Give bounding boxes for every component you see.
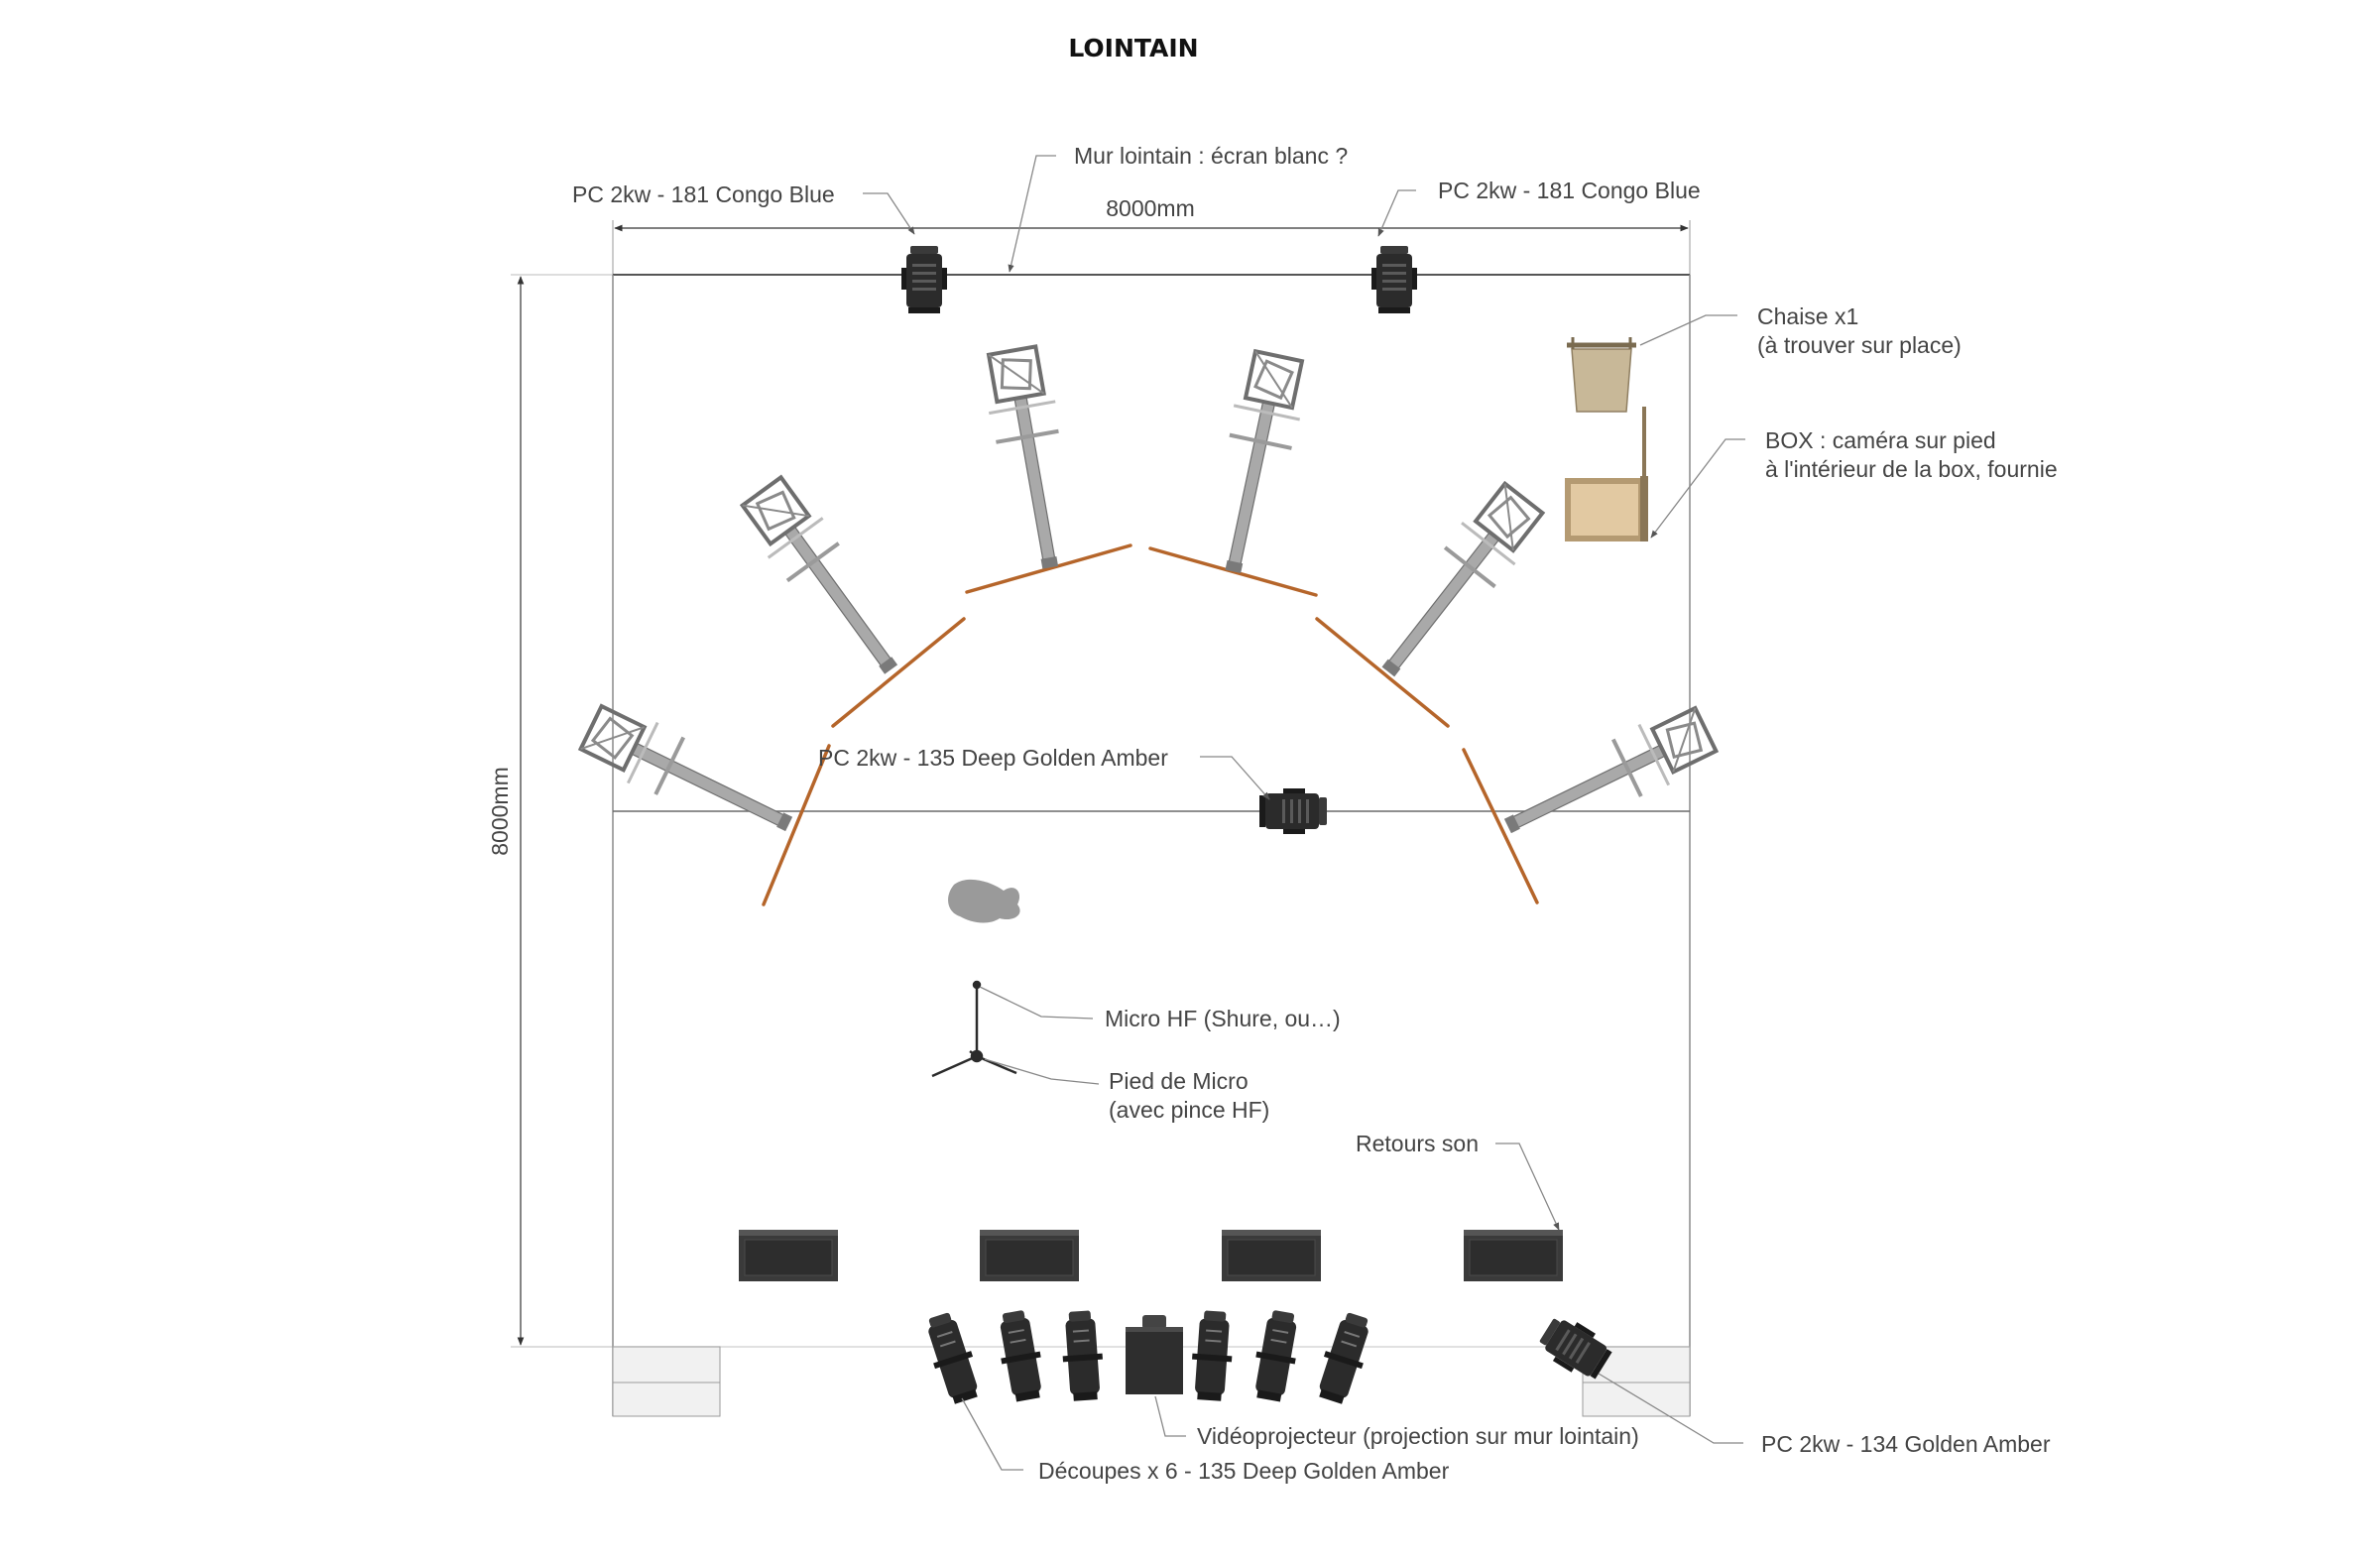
retour-speaker-icon [979, 1229, 1080, 1282]
decoupe-icon [918, 1308, 987, 1408]
video-projector-icon [1126, 1315, 1183, 1394]
dim-depth-label: 8000mm [487, 767, 513, 855]
stand-icon [1198, 347, 1314, 581]
label-pc-deep-golden-amber: PC 2kw - 135 Deep Golden Amber [818, 745, 1168, 771]
stand-icon [977, 342, 1086, 576]
retour-speaker-icon [738, 1229, 839, 1282]
chair-icon [1567, 337, 1636, 413]
decoupe-icon [1188, 1308, 1237, 1403]
label-pc-congo-blue-left: PC 2kw - 181 Congo Blue [572, 181, 835, 207]
label-box-line2: à l'intérieur de la box, fournie [1765, 456, 2058, 482]
projector-stands [576, 342, 1721, 857]
stand-icon [1492, 699, 1720, 856]
label-retours-son: Retours son [1356, 1131, 1479, 1156]
label-box-line1: BOX : caméra sur pied [1765, 427, 1996, 453]
depth-dimension: 8000mm [487, 274, 615, 1348]
label-videoprojecteur: Vidéoprojecteur (projection sur mur loin… [1197, 1423, 1639, 1449]
label-decoupes: Découpes x 6 - 135 Deep Golden Amber [1038, 1458, 1450, 1484]
stand-icon [576, 697, 803, 854]
mic-stand-icon [931, 980, 1017, 1078]
label-pc-congo-blue-right: PC 2kw - 181 Congo Blue [1438, 178, 1701, 203]
camera-box-icon [1565, 407, 1648, 541]
decoupe-icon [1310, 1308, 1378, 1408]
decoupe-icon [1058, 1308, 1107, 1403]
monitor-speakers [738, 1229, 1564, 1282]
pc-deep-golden-amber-icon [1259, 788, 1327, 834]
wooden-arc-panels [762, 543, 1539, 906]
retour-speaker-icon [1221, 1229, 1322, 1282]
label-chaise-line1: Chaise x1 [1757, 303, 1858, 329]
decoupe-icon [992, 1307, 1049, 1404]
decoupe-icon [1248, 1307, 1305, 1404]
stand-icon [1360, 475, 1553, 695]
dim-width-label: 8000mm [1106, 195, 1194, 221]
label-pied-micro-line1: Pied de Micro [1109, 1068, 1249, 1094]
title-lointain: LOINTAIN [1068, 34, 1198, 62]
label-pied-micro-line2: (avec pince HF) [1109, 1097, 1269, 1123]
stand-icon [735, 471, 919, 689]
front-lights [918, 1307, 1616, 1408]
width-dimension: 8000mm [612, 195, 1691, 283]
floor-object-icon [948, 879, 1020, 923]
label-chaise-line2: (à trouver sur place) [1757, 332, 1962, 358]
retour-speaker-icon [1463, 1229, 1564, 1282]
pc-congo-blue-right-icon [1371, 246, 1417, 313]
leader-lines [863, 155, 1745, 1471]
label-micro-hf: Micro HF (Shure, ou…) [1105, 1006, 1341, 1031]
pc-congo-blue-left-icon [901, 246, 947, 313]
label-mur-lointain: Mur lointain : écran blanc ? [1074, 143, 1348, 169]
label-pc-golden-amber: PC 2kw - 134 Golden Amber [1761, 1431, 2051, 1457]
